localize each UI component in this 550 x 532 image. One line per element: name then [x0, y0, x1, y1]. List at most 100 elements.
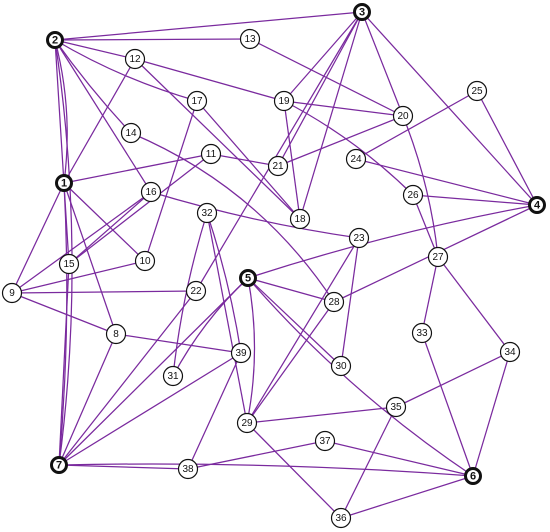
node-10: 10: [134, 250, 156, 272]
edge-20-21: [277, 115, 404, 167]
node-15: 15: [58, 253, 80, 275]
node-label: 34: [504, 347, 516, 358]
node-label: 39: [235, 348, 247, 359]
edge-11-15: [68, 153, 212, 265]
node-label: 31: [167, 371, 179, 382]
node-circle: [402, 184, 424, 206]
node-label: 20: [397, 111, 409, 122]
node-label: 27: [432, 252, 444, 263]
node-label: 6: [470, 471, 476, 483]
node-label: 23: [353, 233, 365, 244]
edge-32-29: [206, 212, 248, 424]
node-circle: [267, 155, 289, 177]
edge-17-18: [196, 100, 301, 220]
edge-16-15: [68, 191, 152, 265]
node-25: 25: [466, 80, 488, 102]
node-circle: [330, 507, 352, 529]
node-label: 32: [201, 208, 213, 219]
node-label: 38: [182, 464, 194, 475]
node-6: 6: [464, 467, 482, 485]
node-circle: [177, 458, 199, 480]
node-11: 11: [200, 143, 222, 165]
edge-2-13: [54, 38, 251, 41]
edge-17-10: [144, 100, 198, 262]
node-circle: [186, 90, 208, 112]
edge-27-33: [421, 256, 439, 334]
edge-1-8: [63, 182, 117, 335]
node-29: 29: [236, 412, 258, 434]
node-label: 9: [9, 288, 15, 299]
node-circle: [124, 48, 146, 70]
node-label: 33: [416, 328, 428, 339]
edge-5-29: [246, 277, 256, 424]
edge-29-36: [246, 422, 342, 519]
node-label: 25: [471, 86, 483, 97]
node-label: 37: [319, 436, 331, 447]
node-circle: [46, 31, 64, 49]
node-12: 12: [124, 48, 146, 70]
node-label: 8: [113, 329, 119, 340]
edge-11-1: [63, 153, 212, 184]
edge-28-29: [246, 301, 335, 424]
node-circle: [120, 122, 142, 144]
edge-9-10: [11, 260, 146, 294]
edge-26-4: [412, 194, 538, 206]
node-label: 11: [206, 149, 217, 160]
node-31: 31: [162, 365, 184, 387]
node-28: 28: [323, 291, 345, 313]
node-label: 21: [272, 161, 284, 172]
node-37: 37: [314, 430, 336, 452]
edge-33-6: [421, 332, 474, 477]
edge-12-18: [134, 58, 301, 220]
node-9: 9: [1, 282, 23, 304]
edge-9-8: [11, 292, 117, 335]
node-circle: [411, 322, 433, 344]
edge-2-7: [54, 39, 73, 466]
edge-2-15: [54, 39, 70, 265]
edge-12-19: [134, 58, 285, 102]
node-circle: [162, 365, 184, 387]
edge-3-19: [283, 11, 363, 102]
edge-25-24: [355, 90, 478, 160]
node-circle: [236, 412, 258, 434]
node-26: 26: [402, 184, 424, 206]
node-circle: [427, 246, 449, 268]
node-18: 18: [289, 208, 311, 230]
node-7: 7: [50, 456, 68, 474]
node-circle: [385, 396, 407, 418]
edge-5-31: [172, 277, 249, 377]
node-circle: [185, 280, 207, 302]
node-5: 5: [239, 269, 257, 287]
edge-3-20: [361, 11, 404, 117]
node-circle: [58, 253, 80, 275]
node-32: 32: [196, 202, 218, 224]
node-circle: [200, 143, 222, 165]
node-circle: [55, 174, 73, 192]
node-label: 4: [534, 200, 541, 212]
edge-16-23: [150, 191, 360, 239]
node-label: 17: [191, 96, 203, 107]
edge-2-12: [54, 39, 136, 60]
node-label: 36: [335, 513, 347, 524]
edge-34-35: [395, 351, 511, 408]
node-circle: [392, 105, 414, 127]
edge-5-30: [247, 277, 342, 367]
edge-5-28: [247, 277, 335, 303]
node-3: 3: [353, 3, 371, 21]
node-circle: [230, 342, 252, 364]
edge-1-10: [63, 182, 146, 262]
node-36: 36: [330, 507, 352, 529]
node-label: 2: [52, 35, 58, 47]
node-label: 13: [244, 34, 256, 45]
node-circle: [134, 250, 156, 272]
node-2: 2: [46, 31, 64, 49]
edge-32-31: [172, 212, 208, 377]
edge-19-26: [283, 100, 414, 196]
node-23: 23: [348, 227, 370, 249]
node-circle: [466, 80, 488, 102]
edge-25-4: [476, 90, 538, 206]
node-label: 15: [63, 259, 75, 270]
node-circle: [528, 196, 546, 214]
node-14: 14: [120, 122, 142, 144]
edge-16-9: [11, 191, 152, 294]
